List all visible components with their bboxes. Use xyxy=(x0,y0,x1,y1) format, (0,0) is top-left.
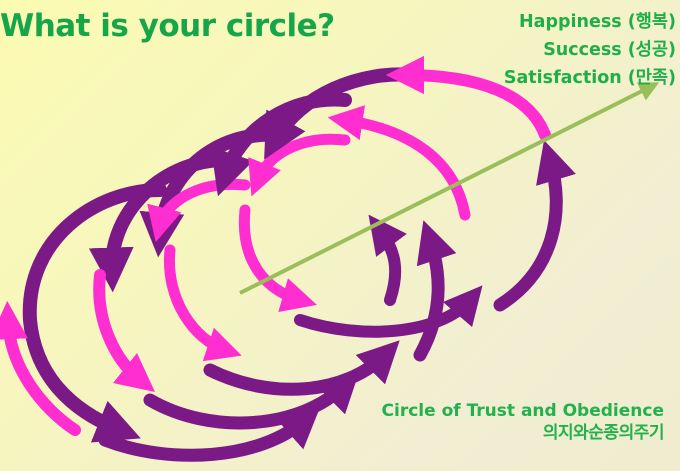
loop-5-magenta-mid-arrow xyxy=(345,120,465,215)
loop-4-purple-right-arrow xyxy=(420,240,438,355)
slide-title: What is your circle? xyxy=(0,8,335,44)
cycle-caption: Circle of Trust and Obedience 의지와순종의주기 xyxy=(382,400,664,444)
loop-5-purple-bottom-arrow xyxy=(300,300,470,332)
goal-list: Happiness (행복) Success (성공) Satisfaction… xyxy=(504,8,676,92)
loop-3-magenta-inner-arrow xyxy=(169,250,225,350)
caption-english: Circle of Trust and Obedience xyxy=(382,400,664,422)
loop-5-purple-inner-arrow xyxy=(380,230,395,300)
loop-3-purple-bottom-arrow xyxy=(210,355,385,389)
goal-happiness: Happiness (행복) xyxy=(504,8,676,36)
goal-satisfaction: Satisfaction (만족) xyxy=(504,64,676,92)
goal-success: Success (성공) xyxy=(504,36,676,64)
loop-2-magenta-arrow xyxy=(99,275,140,380)
caption-korean: 의지와순종의주기 xyxy=(382,422,664,444)
loop-5-purple-right-arrow xyxy=(500,160,556,305)
